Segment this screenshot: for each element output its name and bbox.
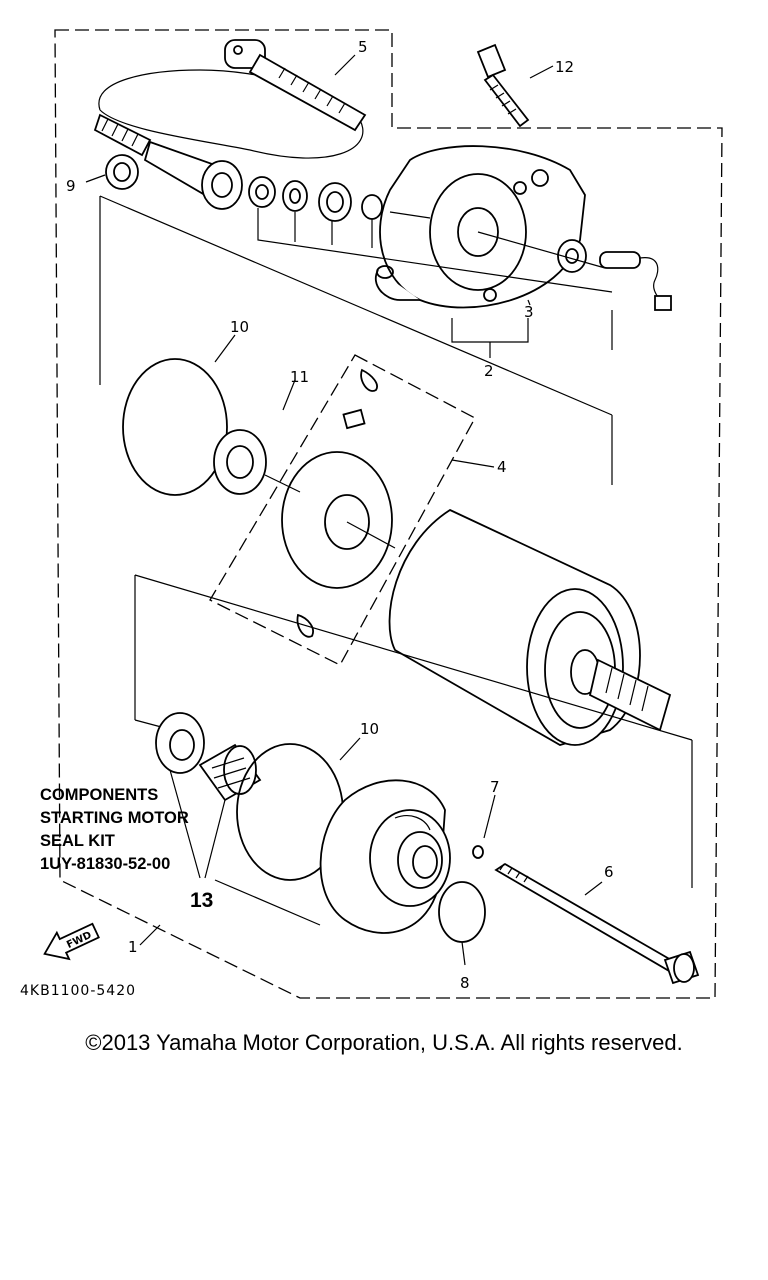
o-ring-8 bbox=[438, 881, 486, 943]
callout-8: 8 bbox=[460, 974, 470, 992]
kit-part-number: 1UY-81830-52-00 bbox=[40, 855, 170, 873]
kit-label-line3: SEAL KIT bbox=[40, 832, 115, 850]
copyright-notice: ©2013 Yamaha Motor Corporation, U.S.A. A… bbox=[85, 1030, 683, 1055]
callout-6: 6 bbox=[604, 863, 614, 881]
callout-10-upper: 10 bbox=[230, 318, 249, 336]
rear-cover bbox=[375, 145, 586, 309]
front-cover bbox=[319, 779, 451, 934]
through-bolt-6 bbox=[494, 862, 700, 985]
callout-5: 5 bbox=[358, 38, 368, 56]
starting-motor-exploded-diagram: FWD 5 12 9 3 2 10 11 4 10 7 6 8 1 COMPON… bbox=[20, 29, 723, 999]
assembly-boundary bbox=[54, 29, 723, 999]
bolt-12 bbox=[476, 43, 530, 128]
bearing bbox=[198, 743, 262, 802]
brush-set-box bbox=[209, 354, 476, 666]
kit-callout-13: 13 bbox=[190, 889, 213, 912]
callout-1: 1 bbox=[128, 938, 138, 956]
callout-3: 3 bbox=[524, 303, 534, 321]
washer-11 bbox=[213, 429, 267, 495]
small-o-ring-7 bbox=[472, 845, 484, 859]
brush-holder-plate bbox=[281, 368, 393, 638]
fwd-arrow-icon: FWD bbox=[43, 922, 100, 961]
o-ring-10-upper bbox=[122, 358, 228, 496]
callout-7: 7 bbox=[490, 778, 500, 796]
oil-seal bbox=[155, 712, 205, 774]
brush-terminal bbox=[557, 239, 672, 311]
callout-4: 4 bbox=[497, 458, 507, 476]
callout-11: 11 bbox=[290, 368, 309, 386]
diagram-part-code: 4KB1100-5420 bbox=[20, 983, 136, 999]
kit-label-line2: STARTING MOTOR bbox=[40, 809, 189, 827]
callout-12: 12 bbox=[555, 58, 574, 76]
yoke-armature bbox=[388, 508, 672, 746]
callout-10-lower: 10 bbox=[360, 720, 379, 738]
terminal-lead-5 bbox=[224, 39, 367, 132]
washer-seal-set bbox=[248, 176, 383, 222]
callout-2: 2 bbox=[484, 362, 494, 380]
kit-label-line1: COMPONENTS bbox=[40, 786, 158, 804]
terminal-bolt bbox=[93, 113, 243, 210]
nut-9 bbox=[105, 154, 139, 190]
callout-9: 9 bbox=[66, 177, 76, 195]
